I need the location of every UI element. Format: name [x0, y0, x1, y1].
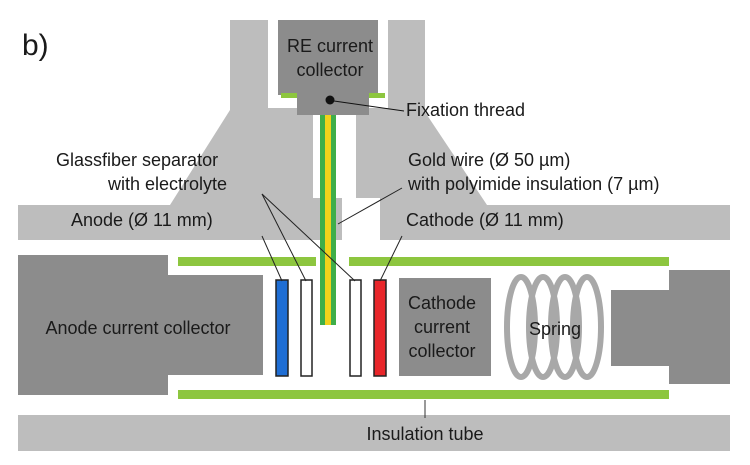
separator-label-line2: with electrolyte: [107, 174, 227, 194]
right-end-plug: [611, 270, 730, 384]
spring-coil: [548, 274, 582, 380]
re-collector-insulation-left: [281, 93, 297, 98]
cathode-current-collector: [399, 278, 491, 376]
re-collector-insulation-right: [369, 93, 385, 98]
insulation-strip-top-left: [178, 257, 316, 266]
upper-housing-right: [356, 20, 730, 240]
re-collector-label-line2: collector: [296, 60, 363, 80]
re-current-collector: [278, 20, 378, 95]
anode-leader: [261, 235, 283, 282]
gold-wire-label-line1: Gold wire (Ø 50 µm): [408, 150, 570, 170]
insulation-tube-label: Insulation tube: [366, 424, 483, 444]
cathode-collector-label-line3: collector: [408, 341, 475, 361]
anode-current-collector: [18, 255, 263, 395]
spring-coil: [570, 274, 604, 380]
separator-label-line1: Glassfiber separator: [56, 150, 218, 170]
cathode: [373, 279, 387, 377]
spring-coil: [504, 274, 538, 380]
panel-label: b): [22, 29, 49, 62]
gold-wire-label-line2: with polyimide insulation (7 µm): [407, 174, 659, 194]
insulation-strip-top-right: [349, 257, 669, 266]
insulation-strip-bottom: [178, 390, 669, 399]
upper-housing-left: [18, 20, 342, 240]
fixation-thread-leader: [333, 100, 405, 112]
cathode-collector-label-line1: Cathode: [408, 293, 476, 313]
re-collector-neck: [297, 95, 369, 115]
gold-wire: [325, 115, 331, 325]
separator-left: [300, 279, 313, 377]
separator-right: [349, 279, 362, 377]
fixation-thread-label: Fixation thread: [406, 100, 525, 120]
anode: [275, 279, 289, 377]
separator-leader-left: [261, 193, 307, 282]
insulation-tube: [18, 415, 730, 451]
fixation-thread-dot: [325, 95, 335, 105]
cathode-leader: [379, 235, 403, 282]
separator-leader-right: [261, 193, 356, 282]
spring: [504, 274, 604, 380]
anode-label: Anode (Ø 11 mm): [71, 210, 213, 230]
gold-wire-leader: [337, 187, 403, 225]
cathode-label: Cathode (Ø 11 mm): [406, 210, 564, 230]
cathode-collector-label-line2: current: [414, 317, 470, 337]
re-collector-label-line1: RE current: [287, 36, 373, 56]
leader-lines: [261, 187, 403, 282]
anode-collector-label: Anode current collector: [45, 318, 230, 338]
spring-label: Spring: [529, 319, 581, 339]
spring-coil: [526, 274, 560, 380]
